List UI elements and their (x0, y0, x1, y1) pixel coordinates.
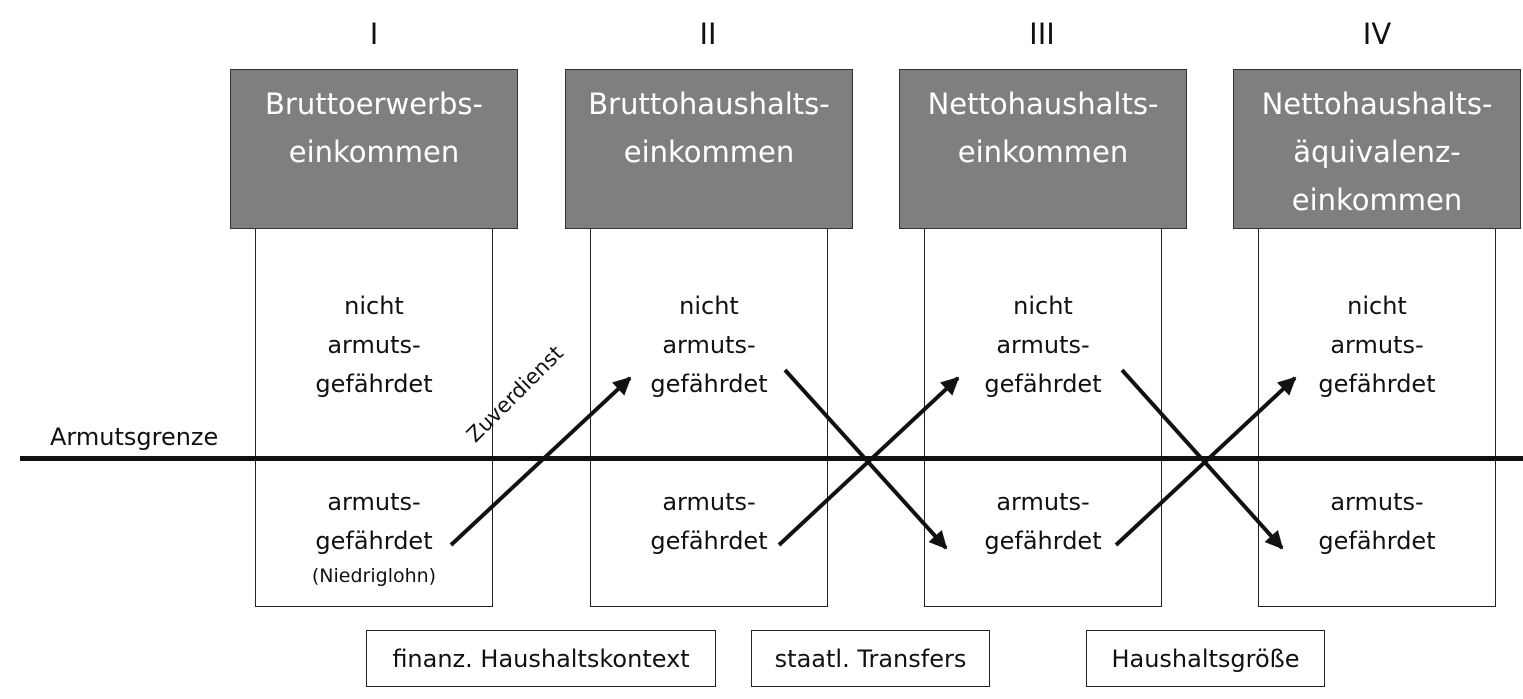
column-numeral-1: I (369, 17, 379, 51)
cell-line: armuts- (662, 331, 756, 359)
upper-cell-1: nicht armuts- gefährdet (255, 287, 493, 404)
header-box-2: Bruttohaushalts- einkommen (565, 69, 853, 229)
cell-line: armuts- (662, 488, 756, 516)
cell-line: armuts- (327, 331, 421, 359)
upper-cell-3: nicht armuts- gefährdet (924, 287, 1162, 404)
header-line: Nettohaushalts- (927, 87, 1159, 121)
header-line: Nettohaushalts- (1261, 87, 1493, 121)
header-line: Bruttoerwerbs- (265, 87, 483, 121)
header-line: äquivalenz- (1293, 135, 1461, 169)
low-wage-note: (Niedriglohn) (311, 565, 437, 587)
cell-line: gefährdet (315, 370, 433, 398)
header-box-1: Bruttoerwerbs- einkommen (230, 69, 518, 229)
column-body-4 (1258, 229, 1496, 607)
cell-line: armuts- (1330, 331, 1424, 359)
lower-cell-4: armuts- gefährdet (1258, 483, 1496, 561)
cell-line: nicht (1347, 292, 1407, 320)
poverty-line (20, 456, 1523, 461)
lower-cell-1: armuts- gefährdet (Niedriglohn) (255, 483, 493, 591)
header-line: einkommen (957, 135, 1129, 169)
cell-line: nicht (344, 292, 404, 320)
cell-line: gefährdet (650, 370, 768, 398)
upper-cell-4: nicht armuts- gefährdet (1258, 287, 1496, 404)
poverty-line-label: Armutsgrenze (50, 423, 219, 451)
factor-box-transfers: staatl. Transfers (751, 630, 990, 687)
cell-line: gefährdet (650, 527, 768, 555)
header-line: einkommen (1291, 183, 1463, 217)
cell-line: armuts- (327, 488, 421, 516)
header-box-3: Nettohaushalts- einkommen (899, 69, 1187, 229)
cell-line: armuts- (996, 488, 1090, 516)
column-numeral-4: IV (1362, 17, 1392, 51)
header-line: einkommen (288, 135, 460, 169)
header-box-4: Nettohaushalts- äquivalenz- einkommen (1233, 69, 1521, 229)
column-numeral-3: III (1029, 17, 1055, 51)
lower-cell-3: armuts- gefährdet (924, 483, 1162, 561)
factor-box-household-size: Haushaltsgröße (1086, 630, 1325, 687)
cell-line: gefährdet (984, 527, 1102, 555)
factor-box-household-context: finanz. Haushaltskontext (366, 630, 716, 687)
cell-line: nicht (679, 292, 739, 320)
cell-line: gefährdet (1318, 370, 1436, 398)
lower-cell-2: armuts- gefährdet (590, 483, 828, 561)
header-line: Bruttohaushalts- (588, 87, 830, 121)
upper-cell-2: nicht armuts- gefährdet (590, 287, 828, 404)
cell-line: gefährdet (984, 370, 1102, 398)
cell-line: armuts- (1330, 488, 1424, 516)
column-numeral-2: II (699, 17, 717, 51)
cell-line: nicht (1013, 292, 1073, 320)
header-line: einkommen (623, 135, 795, 169)
cell-line: gefährdet (315, 527, 433, 555)
cell-line: armuts- (996, 331, 1090, 359)
cell-line: gefährdet (1318, 527, 1436, 555)
